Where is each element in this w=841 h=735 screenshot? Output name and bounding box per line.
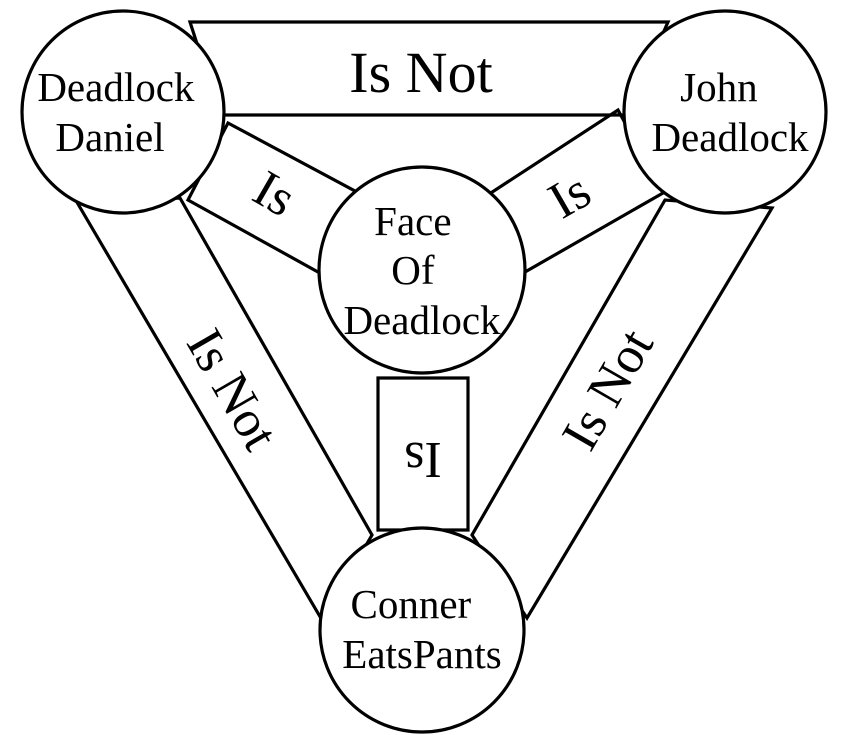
- node-label-face-line-2: Of: [391, 247, 435, 293]
- relation-label-daniel-conner: Is Not: [175, 320, 289, 460]
- bar-face-conner: [376, 376, 470, 532]
- node-label-daniel: Deadlock Daniel: [37, 64, 204, 160]
- node-face-of-deadlock: [317, 165, 527, 375]
- node-john-deadlock: [622, 9, 828, 215]
- relation-label-daniel-john: Is Not: [349, 40, 492, 105]
- node-label-john-line-1: John: [680, 64, 757, 110]
- node-label-john-line-2: Deadlock: [651, 114, 809, 160]
- node-label-conner-line-1: Conner: [351, 581, 472, 627]
- node-label-daniel-line-2: Daniel: [55, 114, 164, 160]
- relation-label-john-face: Is: [539, 162, 600, 230]
- node-deadlock-daniel: [20, 9, 226, 215]
- relation-label-john-conner: Is Not: [551, 319, 665, 459]
- node-label-face-line-1: Face: [374, 198, 451, 244]
- node-label-john: John Deadlock: [651, 64, 809, 160]
- relation-label-daniel-face: Is: [244, 160, 305, 228]
- node-label-face: Face Of Deadlock: [343, 198, 501, 343]
- node-label-daniel-line-1: Deadlock: [37, 64, 195, 110]
- node-label-conner: Conner EatsPants: [342, 581, 501, 677]
- node-label-face-line-3: Deadlock: [343, 297, 501, 343]
- node-conner-eatspants: [318, 526, 526, 734]
- relation-label-face-conner: Is: [404, 431, 442, 488]
- node-label-conner-line-2: EatsPants: [342, 631, 501, 677]
